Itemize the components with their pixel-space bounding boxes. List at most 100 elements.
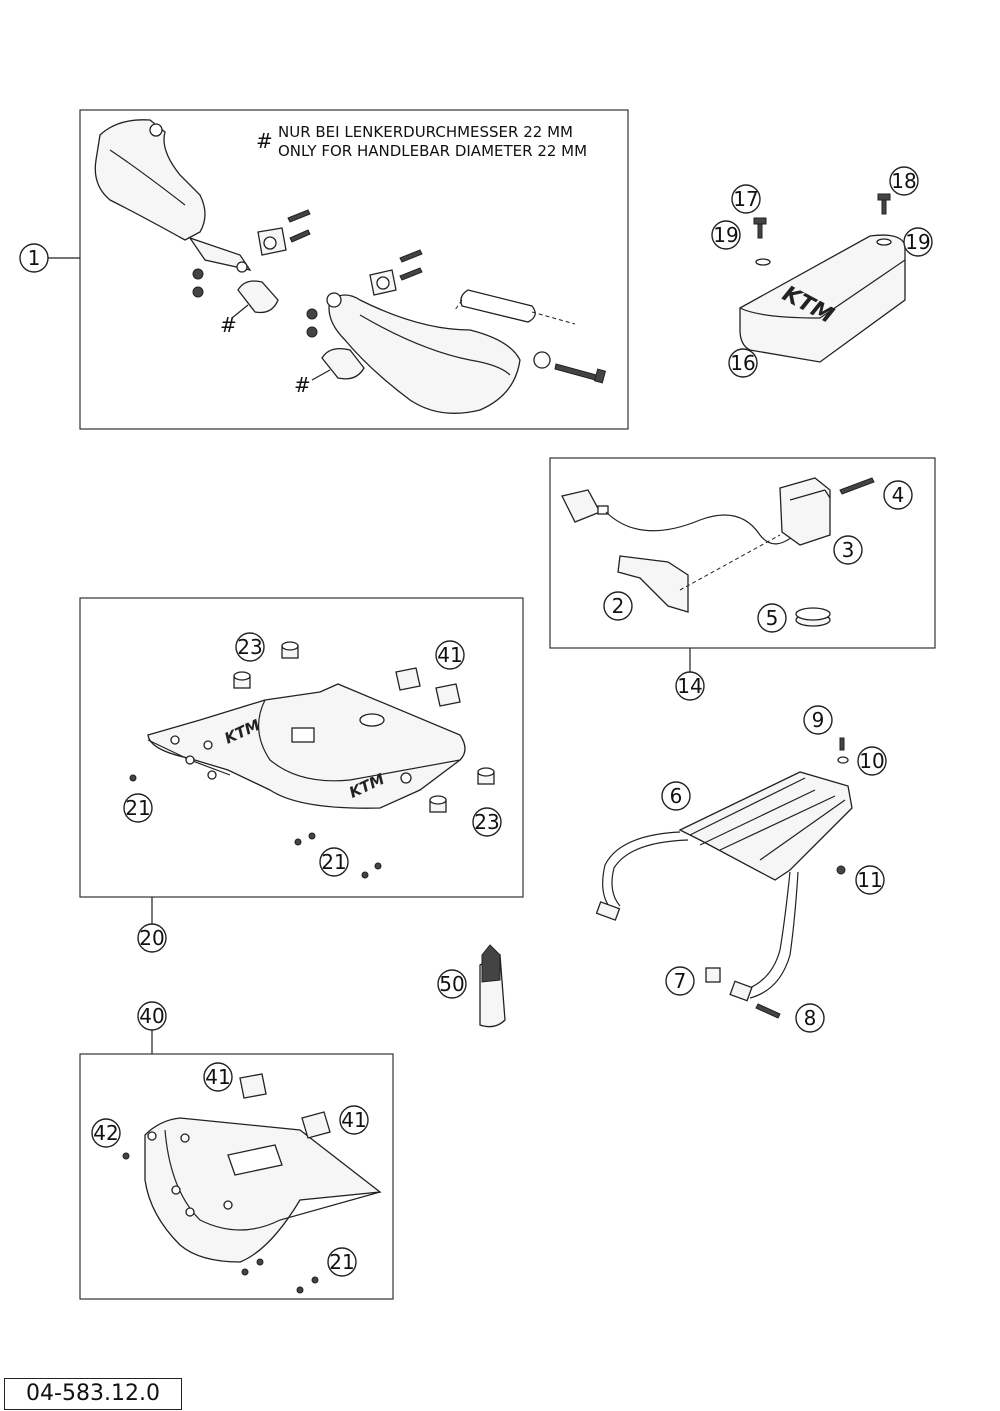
left-clamp-arm bbox=[188, 236, 252, 271]
callout-21a: 21 bbox=[123, 793, 153, 823]
pad-cushion bbox=[739, 234, 906, 363]
svg-text:23: 23 bbox=[237, 635, 262, 659]
svg-text:41: 41 bbox=[341, 1108, 366, 1132]
svg-text:8: 8 bbox=[804, 1006, 817, 1030]
svg-text:40: 40 bbox=[139, 1004, 164, 1028]
handguard-frame bbox=[79, 109, 629, 430]
rubber-bumper-icon bbox=[281, 641, 299, 659]
skid-plate bbox=[147, 683, 466, 809]
nut-icon bbox=[192, 286, 204, 298]
bolt-icon bbox=[839, 477, 875, 495]
svg-text:9: 9 bbox=[812, 708, 825, 732]
callout-8: 8 bbox=[795, 1003, 825, 1033]
callout-19b: 19 bbox=[903, 227, 933, 257]
svg-text:5: 5 bbox=[766, 606, 779, 630]
callout-19a: 19 bbox=[711, 220, 741, 250]
callout-41b: 41 bbox=[203, 1062, 233, 1092]
screw-icon bbox=[122, 1152, 130, 1160]
bolt-icon bbox=[839, 737, 845, 751]
engine-guard-group: 40 41 42 41 21 bbox=[79, 1001, 394, 1300]
svg-text:10: 10 bbox=[859, 749, 884, 773]
document-number: 04-583.12.0 bbox=[4, 1378, 182, 1410]
screw-icon bbox=[256, 1258, 264, 1266]
rubber-bumper-icon bbox=[429, 795, 447, 813]
screw-icon bbox=[311, 1276, 319, 1284]
rack-group: 9 10 6 11 7 8 bbox=[595, 705, 887, 1033]
svg-text:19: 19 bbox=[713, 223, 738, 247]
luggage-rack bbox=[678, 771, 853, 881]
callout-41c: 41 bbox=[339, 1105, 369, 1135]
svg-text:20: 20 bbox=[139, 926, 164, 950]
bolt-icon bbox=[554, 363, 601, 382]
washer-icon bbox=[876, 238, 892, 246]
callout-23b: 23 bbox=[472, 807, 502, 837]
callout-50: 50 bbox=[437, 969, 467, 999]
callout-23a: 23 bbox=[235, 632, 265, 662]
svg-text:7: 7 bbox=[674, 969, 687, 993]
callout-40: 40 bbox=[137, 1001, 167, 1031]
bolt-icon bbox=[755, 1003, 781, 1019]
svg-text:6: 6 bbox=[670, 784, 683, 808]
spacer-icon bbox=[705, 967, 721, 983]
switch-kit-frame bbox=[549, 457, 936, 649]
callout-21b: 21 bbox=[319, 847, 349, 877]
skid-plate-frame bbox=[79, 597, 524, 898]
callout-42: 42 bbox=[91, 1118, 121, 1148]
callout-1: 1 bbox=[19, 243, 49, 273]
washer-icon bbox=[755, 258, 771, 266]
rubber-bumper-icon bbox=[233, 671, 251, 689]
callout-4: 4 bbox=[883, 480, 913, 510]
screw-icon bbox=[296, 1286, 304, 1294]
svg-text:19: 19 bbox=[905, 230, 930, 254]
callout-10: 10 bbox=[857, 746, 887, 776]
svg-text:23: 23 bbox=[474, 810, 499, 834]
rack-left-tube bbox=[602, 831, 681, 911]
callout-16: 16 bbox=[728, 348, 758, 378]
svg-text:14: 14 bbox=[677, 674, 702, 698]
callout-3: 3 bbox=[833, 535, 863, 565]
engine-guard-plate bbox=[144, 1117, 382, 1263]
callout-11: 11 bbox=[855, 865, 885, 895]
callout-9: 9 bbox=[803, 705, 833, 735]
engine-guard-frame bbox=[79, 1053, 394, 1300]
mount-block bbox=[239, 1073, 267, 1099]
callout-21c: 21 bbox=[327, 1247, 357, 1277]
right-spacer-22mm bbox=[321, 347, 365, 380]
nut-icon bbox=[306, 308, 318, 320]
rubber-bumper-icon bbox=[477, 767, 495, 785]
bolt-icon bbox=[287, 209, 311, 223]
svg-text:17: 17 bbox=[733, 187, 758, 211]
hash-mark-left: # bbox=[220, 313, 237, 337]
screw-icon bbox=[308, 832, 316, 840]
note-symbol: # bbox=[256, 129, 273, 153]
mount-block bbox=[435, 683, 461, 707]
nut-icon bbox=[306, 326, 318, 338]
svg-text:18: 18 bbox=[891, 169, 916, 193]
washer-icon bbox=[533, 351, 551, 369]
svg-text:50: 50 bbox=[439, 972, 464, 996]
cushion-group: KTM 17 18 19 19 16 bbox=[711, 166, 933, 378]
left-handguard bbox=[94, 119, 206, 241]
switch-kit-group: 4 3 2 5 14 bbox=[549, 457, 936, 701]
callout-20: 20 bbox=[137, 923, 167, 953]
handguard-group: # NUR BEI LENKERDURCHMESSER 22 MM ONLY F… bbox=[19, 109, 629, 430]
callout-41a: 41 bbox=[435, 640, 465, 670]
switch-housing bbox=[779, 477, 831, 546]
washer-icon bbox=[837, 756, 849, 764]
svg-text:1: 1 bbox=[28, 246, 41, 270]
note-line-de: NUR BEI LENKERDURCHMESSER 22 MM bbox=[278, 123, 573, 141]
rack-right-tube bbox=[744, 871, 791, 991]
skid-plate-group: KTM KTM 23 41 21 23 21 bbox=[79, 597, 524, 953]
svg-text:11: 11 bbox=[857, 868, 882, 892]
callout-6: 6 bbox=[661, 781, 691, 811]
svg-text:3: 3 bbox=[842, 538, 855, 562]
svg-text:4: 4 bbox=[892, 483, 905, 507]
connector-plug bbox=[561, 489, 601, 523]
svg-text:41: 41 bbox=[205, 1065, 230, 1089]
left-spacer-22mm bbox=[237, 280, 279, 314]
svg-text:41: 41 bbox=[437, 643, 462, 667]
handlebar-grip bbox=[460, 289, 536, 323]
svg-text:42: 42 bbox=[93, 1121, 118, 1145]
svg-text:21: 21 bbox=[329, 1250, 354, 1274]
